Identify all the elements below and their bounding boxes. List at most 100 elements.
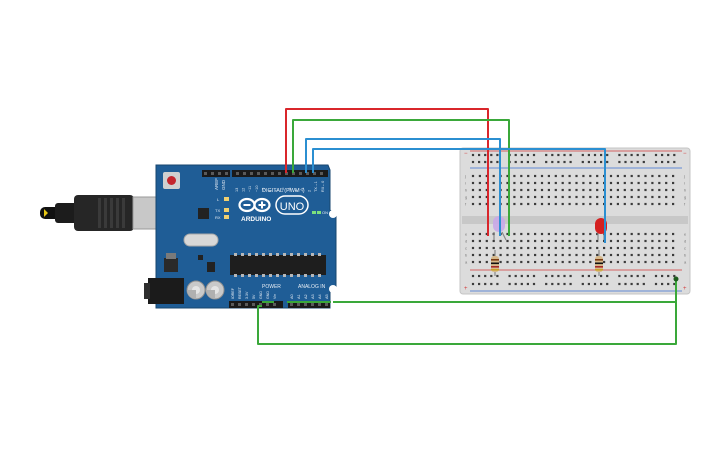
breadboard-hole[interactable] — [593, 153, 597, 157]
breadboard-hole[interactable] — [644, 232, 647, 236]
breadboard-hole[interactable] — [609, 232, 613, 236]
breadboard-hole[interactable] — [630, 153, 633, 157]
breadboard-hole[interactable] — [485, 260, 488, 264]
breadboard-hole[interactable] — [520, 188, 523, 192]
analog-header[interactable] — [288, 301, 330, 308]
breadboard-hole[interactable] — [575, 232, 578, 236]
breadboard-hole[interactable] — [554, 181, 557, 185]
breadboard-hole[interactable] — [672, 174, 675, 178]
breadboard-hole[interactable] — [637, 174, 640, 178]
breadboard-hole[interactable] — [661, 282, 664, 286]
breadboard-hole[interactable] — [561, 202, 564, 206]
breadboard-hole[interactable] — [596, 181, 599, 185]
breadboard-hole[interactable] — [596, 253, 599, 257]
breadboard-hole[interactable] — [506, 195, 509, 199]
breadboard-hole[interactable] — [575, 188, 578, 192]
breadboard-hole[interactable] — [534, 260, 537, 264]
breadboard-hole[interactable] — [540, 232, 544, 236]
breadboard-hole[interactable] — [478, 253, 481, 257]
breadboard-hole[interactable] — [630, 202, 633, 206]
breadboard-hole[interactable] — [616, 202, 619, 206]
breadboard-hole[interactable] — [616, 195, 619, 199]
breadboard-hole[interactable] — [557, 153, 560, 157]
breadboard-hole[interactable] — [478, 160, 481, 164]
breadboard-hole[interactable] — [575, 253, 578, 257]
breadboard-hole[interactable] — [658, 239, 661, 243]
breadboard-hole[interactable] — [667, 153, 670, 157]
breadboard-hole[interactable] — [587, 282, 590, 286]
breadboard-hole[interactable] — [582, 195, 585, 199]
breadboard-hole[interactable] — [672, 181, 675, 185]
breadboard-hole[interactable] — [658, 260, 661, 264]
breadboard-hole[interactable] — [534, 174, 537, 178]
breadboard-hole[interactable] — [651, 188, 654, 192]
breadboard-hole[interactable] — [520, 160, 523, 164]
breadboard-hole[interactable] — [520, 232, 523, 236]
breadboard-hole[interactable] — [658, 188, 661, 192]
breadboard-hole[interactable] — [606, 153, 609, 157]
breadboard-hole[interactable] — [557, 274, 560, 278]
breadboard-hole[interactable] — [589, 188, 592, 192]
breadboard-hole[interactable] — [547, 253, 550, 257]
breadboard-hole[interactable] — [654, 160, 658, 164]
breadboard-hole[interactable] — [506, 246, 509, 250]
breadboard-hole[interactable] — [506, 202, 509, 206]
breadboard-hole[interactable] — [563, 274, 566, 278]
breadboard-hole[interactable] — [642, 160, 645, 164]
breadboard-hole[interactable] — [561, 188, 564, 192]
breadboard-hole[interactable] — [644, 181, 647, 185]
breadboard-hole[interactable] — [603, 246, 606, 250]
breadboard-hole[interactable] — [568, 195, 571, 199]
breadboard-hole[interactable] — [673, 160, 676, 164]
breadboard-hole[interactable] — [561, 181, 564, 185]
breadboard-hole[interactable] — [636, 153, 639, 157]
breadboard-hole[interactable] — [568, 174, 571, 178]
breadboard-hole[interactable] — [499, 253, 502, 257]
breadboard-hole[interactable] — [478, 282, 481, 286]
breadboard-hole[interactable] — [485, 202, 488, 206]
breadboard-hole[interactable] — [532, 160, 536, 164]
breadboard-hole[interactable] — [630, 239, 633, 243]
breadboard-hole[interactable] — [513, 232, 516, 236]
breadboard-hole[interactable] — [575, 246, 578, 250]
breadboard-hole[interactable] — [513, 174, 516, 178]
breadboard-hole[interactable] — [540, 181, 544, 185]
breadboard-hole[interactable] — [596, 174, 599, 178]
breadboard-hole[interactable] — [623, 188, 626, 192]
breadboard-hole[interactable] — [582, 253, 585, 257]
breadboard-hole[interactable] — [496, 160, 499, 164]
breadboard-hole[interactable] — [514, 282, 517, 286]
breadboard-hole[interactable] — [506, 174, 509, 178]
breadboard-hole[interactable] — [644, 260, 647, 264]
breadboard-hole[interactable] — [596, 188, 599, 192]
breadboard-hole[interactable] — [514, 160, 517, 164]
breadboard-hole[interactable] — [514, 153, 517, 157]
breadboard-hole[interactable] — [561, 253, 564, 257]
breadboard-hole[interactable] — [514, 274, 517, 278]
breadboard-hole[interactable] — [665, 181, 668, 185]
breadboard-hole[interactable] — [624, 274, 627, 278]
breadboard-hole[interactable] — [492, 202, 495, 206]
breadboard-hole[interactable] — [568, 253, 571, 257]
breadboard-hole[interactable] — [600, 282, 603, 286]
breadboard-hole[interactable] — [485, 174, 488, 178]
breadboard-hole[interactable] — [540, 174, 544, 178]
breadboard-hole[interactable] — [630, 246, 633, 250]
breadboard-hole[interactable] — [623, 260, 626, 264]
breadboard-hole[interactable] — [471, 195, 475, 199]
breadboard-hole[interactable] — [637, 232, 640, 236]
breadboard-hole[interactable] — [623, 239, 626, 243]
breadboard-hole[interactable] — [575, 202, 578, 206]
breadboard-hole[interactable] — [644, 253, 647, 257]
breadboard-hole[interactable] — [589, 246, 592, 250]
breadboard-hole[interactable] — [630, 174, 633, 178]
breadboard-hole[interactable] — [520, 260, 523, 264]
breadboard-hole[interactable] — [575, 239, 578, 243]
breadboard-hole[interactable] — [654, 282, 658, 286]
wire-red[interactable] — [285, 108, 489, 236]
breadboard-hole[interactable] — [471, 160, 475, 164]
wire-blue-right[interactable] — [312, 148, 606, 243]
breadboard-hole[interactable] — [527, 174, 530, 178]
breadboard-hole[interactable] — [471, 174, 475, 178]
